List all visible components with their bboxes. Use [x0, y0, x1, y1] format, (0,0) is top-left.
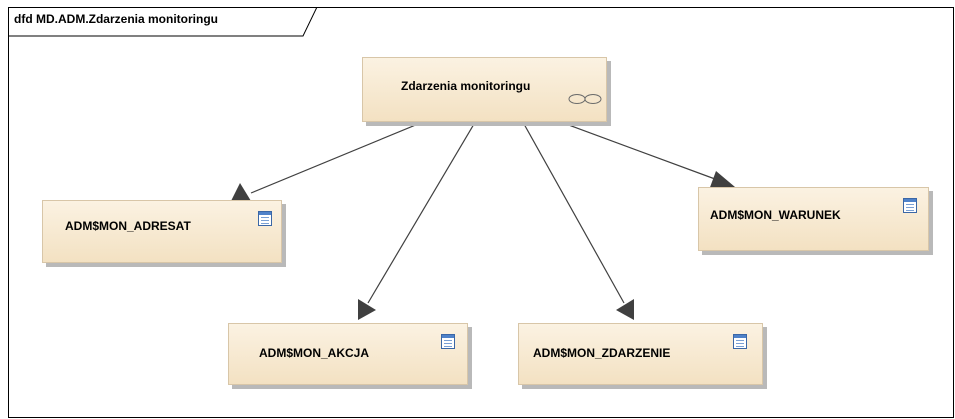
table-node-adm-mon-zdarzenie[interactable]: ADM$MON_ZDARZENIE — [518, 323, 763, 385]
table-node-label: ADM$MON_AKCJA — [259, 346, 370, 360]
table-node-label: ADM$MON_WARUNEK — [710, 208, 841, 222]
edge-root-to-adresat — [231, 123, 419, 201]
table-node-adm-mon-akcja[interactable]: ADM$MON_AKCJA — [228, 323, 468, 385]
frame-title-tab — [8, 7, 318, 37]
table-node-adm-mon-warunek[interactable]: ADM$MON_WARUNEK — [698, 187, 929, 251]
process-node-label: Zdarzenia monitoringu — [401, 79, 531, 93]
edge-root-to-akcja — [358, 123, 475, 320]
table-icon — [441, 334, 455, 349]
data-process-icon — [568, 94, 602, 104]
table-node-adm-mon-adresat[interactable]: ADM$MON_ADRESAT — [42, 200, 282, 263]
table-icon — [733, 334, 747, 349]
process-node-zdarzenia-monitoringu[interactable]: Zdarzenia monitoringu — [362, 57, 607, 122]
table-icon — [258, 211, 272, 226]
edge-root-to-zdarzenie — [523, 123, 634, 320]
frame-title: dfd MD.ADM.Zdarzenia monitoringu — [14, 12, 218, 26]
table-icon — [903, 198, 917, 213]
table-node-label: ADM$MON_ADRESAT — [65, 219, 191, 233]
table-node-label: ADM$MON_ZDARZENIE — [533, 346, 671, 360]
edge-root-to-warunek — [565, 123, 735, 190]
